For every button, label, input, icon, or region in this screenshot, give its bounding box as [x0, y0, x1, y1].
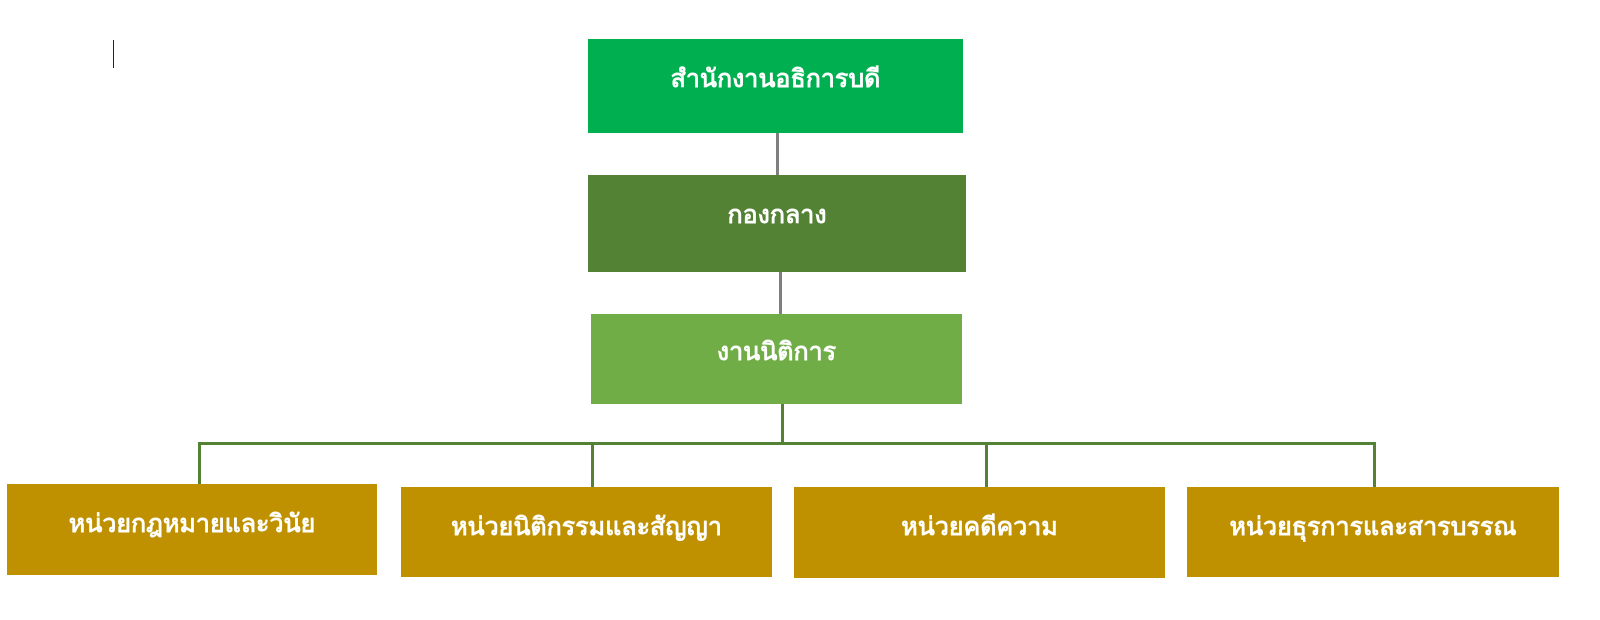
connector-bus-line — [198, 442, 1376, 445]
node-unit-litigation[interactable]: หน่วยคดีความ — [794, 487, 1165, 578]
node-unit-admin-records[interactable]: หน่วยธุรการและสารบรรณ — [1187, 487, 1559, 577]
node-central-division[interactable]: กองกลาง — [588, 175, 966, 272]
node-label: หน่วยกฎหมายและวินัย — [68, 509, 316, 538]
node-label: สำนักงานอธิการบดี — [670, 64, 881, 93]
text-cursor — [113, 40, 114, 68]
connector-line — [591, 442, 594, 487]
node-label: หน่วยคดีความ — [901, 512, 1058, 541]
connector-line — [1373, 442, 1376, 487]
node-label: หน่วยธุรการและสารบรรณ — [1229, 512, 1517, 541]
node-office-of-president[interactable]: สำนักงานอธิการบดี — [588, 39, 963, 133]
node-unit-law-discipline[interactable]: หน่วยกฎหมายและวินัย — [7, 484, 377, 575]
node-legal-affairs[interactable]: งานนิติการ — [591, 314, 962, 404]
node-label: กองกลาง — [727, 200, 827, 229]
connector-line — [781, 404, 784, 444]
connector-line — [779, 272, 782, 314]
connector-line — [985, 442, 988, 487]
connector-line — [776, 133, 779, 175]
node-unit-juristic-contracts[interactable]: หน่วยนิติกรรมและสัญญา — [401, 487, 772, 577]
node-label: งานนิติการ — [716, 337, 837, 366]
connector-line — [198, 442, 201, 484]
node-label: หน่วยนิติกรรมและสัญญา — [451, 512, 722, 541]
